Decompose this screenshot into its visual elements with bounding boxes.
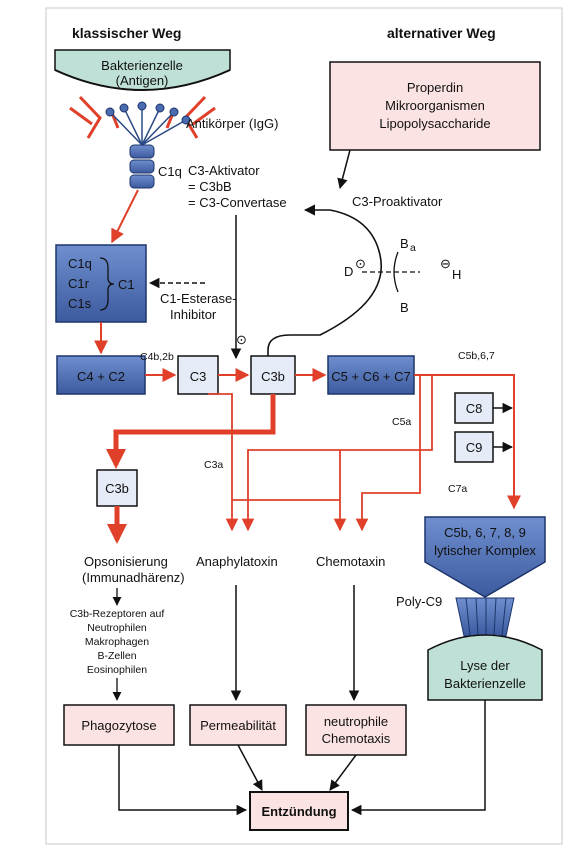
box-c3-label: C3 xyxy=(190,369,207,384)
antibody-label: Antikörper (IgG) xyxy=(186,116,278,131)
c1-item-1: C1q xyxy=(68,256,92,271)
label-c7a: C7a xyxy=(448,483,467,495)
box-c4c2-label: C4 + C2 xyxy=(77,369,125,384)
receptor-line-4: B-Zellen xyxy=(97,650,136,662)
inhibitor-label-1: C1-Esterase- xyxy=(160,291,237,306)
poly-c9-pore-icon xyxy=(456,598,514,636)
box-c8-label: C8 xyxy=(466,401,483,416)
box-c3b-label: C3b xyxy=(261,369,285,384)
bacterium-label-1: Bakterienzelle xyxy=(101,58,183,73)
label-c5b67: C5b,6,7 xyxy=(458,350,495,362)
receptor-line-5: Eosinophilen xyxy=(87,664,147,676)
poly-c9-label: Poly-C9 xyxy=(396,594,442,609)
opson-label-2: (Immunadhärenz) xyxy=(82,570,185,585)
box-c567-label: C5 + C6 + C7 xyxy=(331,369,411,384)
receptor-line-2: Neutrophilen xyxy=(87,622,147,634)
lysis-label-1: Lyse der xyxy=(460,658,510,673)
cycle-h: H xyxy=(452,267,461,282)
inhibitor-label-2: Inhibitor xyxy=(170,307,217,322)
cycle-ba: B xyxy=(400,236,409,251)
lytic-label-1: C5b, 6, 7, 8, 9 xyxy=(444,525,526,540)
cycle-ba-sub: a xyxy=(410,242,416,254)
box-entzuendung-label: Entzündung xyxy=(261,804,336,819)
box-neutrophile xyxy=(306,705,406,755)
activator-label-3: = C3-Convertase xyxy=(188,195,287,210)
lytic-label-2: lytischer Komplex xyxy=(434,543,536,558)
c1q-label: C1q xyxy=(158,164,182,179)
c1-item-2: C1r xyxy=(68,276,90,291)
opson-label-1: Opsonisierung xyxy=(84,554,168,569)
box-neutrophile-label-2: Chemotaxis xyxy=(322,731,391,746)
c1-label: C1 xyxy=(118,277,135,292)
activator-label-2: = C3bB xyxy=(188,179,232,194)
bacterium-label-2: (Antigen) xyxy=(116,73,169,88)
box-c3b-lower-label: C3b xyxy=(105,481,129,496)
proactivator-label: C3-Proaktivator xyxy=(352,194,443,209)
box-c9-label: C9 xyxy=(466,440,483,455)
lysis-label-2: Bakterienzelle xyxy=(444,676,526,691)
cycle-b: B xyxy=(400,300,409,315)
cycle-d-symbol: ⊙ xyxy=(355,256,366,271)
properdin-line-2: Mikroorganismen xyxy=(385,98,485,113)
receptor-line-1: C3b-Rezeptoren auf xyxy=(70,608,165,620)
c1-item-3: C1s xyxy=(68,296,92,311)
label-c3a: C3a xyxy=(204,459,223,471)
heading-classic: klassischer Weg xyxy=(72,25,181,41)
heading-alternative: alternativer Weg xyxy=(387,25,496,41)
anaphylatoxin-label: Anaphylatoxin xyxy=(196,554,278,569)
activator-dot: ⊙ xyxy=(236,332,247,347)
properdin-line-3: Lipopolysaccharide xyxy=(379,116,490,131)
box-permeabilitaet-label: Permeabilität xyxy=(200,718,276,733)
label-c4b2b: C4b,2b xyxy=(140,351,174,363)
cycle-h-symbol: ⊖ xyxy=(440,256,451,271)
box-phagozytose-label: Phagozytose xyxy=(81,718,156,733)
activator-label-1: C3-Aktivator xyxy=(188,163,260,178)
receptor-line-3: Makrophagen xyxy=(85,636,149,648)
box-neutrophile-label-1: neutrophile xyxy=(324,714,388,729)
chemotaxin-label: Chemotaxin xyxy=(316,554,385,569)
cycle-d: D xyxy=(344,264,353,279)
label-c5a: C5a xyxy=(392,416,411,428)
properdin-line-1: Properdin xyxy=(407,80,463,95)
